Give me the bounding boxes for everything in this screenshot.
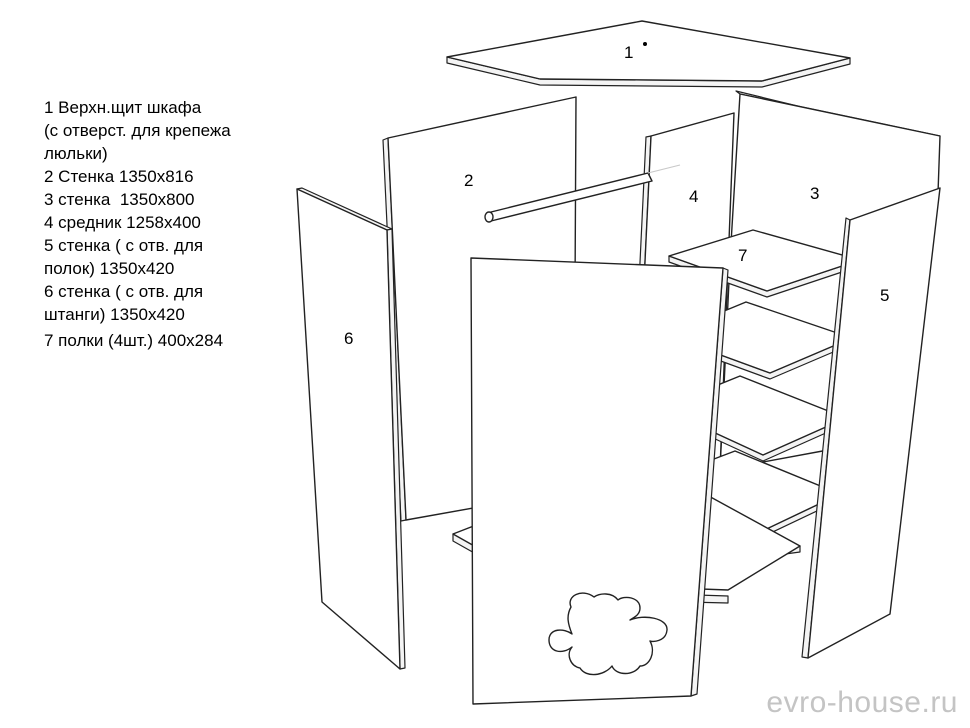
part-number-6: 6: [344, 329, 354, 348]
part-number-7: 7: [738, 246, 748, 265]
part-number-5: 5: [880, 286, 890, 305]
top-panel: [446, 20, 851, 88]
part-number-4: 4: [689, 187, 699, 206]
wall-5: [801, 187, 941, 659]
legend-line: 6 стенка ( с отв. для: [44, 282, 204, 301]
hanging-rod: [484, 164, 681, 223]
part-number-3: 3: [810, 184, 820, 203]
part-number-1: 1: [624, 43, 634, 62]
legend-line: 7 полки (4шт.) 400х284: [44, 331, 224, 350]
legend-line: 4 средник 1258х400: [44, 213, 201, 232]
legend-line: 5 стенка ( с отв. для: [44, 236, 204, 255]
parts-legend: 1 Верхн.щит шкафа (с отверст. для крепеж…: [44, 96, 344, 352]
watermark: evro-house.ru: [766, 686, 958, 719]
legend-line: полок) 1350х420: [44, 259, 175, 278]
front-door: [470, 257, 729, 705]
legend-line: 3 стенка 1350х800: [44, 190, 195, 209]
legend-line: (с отверст. для крепежа: [44, 121, 231, 140]
legend-line: 2 Стенка 1350х816: [44, 167, 194, 186]
legend-line: штанги) 1350х420: [44, 305, 185, 324]
legend-line: 1 Верхн.щит шкафа: [44, 98, 202, 117]
part-number-2: 2: [464, 171, 474, 190]
legend-line: люльки): [44, 144, 108, 163]
mounting-hole: [643, 42, 647, 46]
puzzle-cutout: [548, 592, 668, 676]
wall-6: [296, 187, 406, 670]
